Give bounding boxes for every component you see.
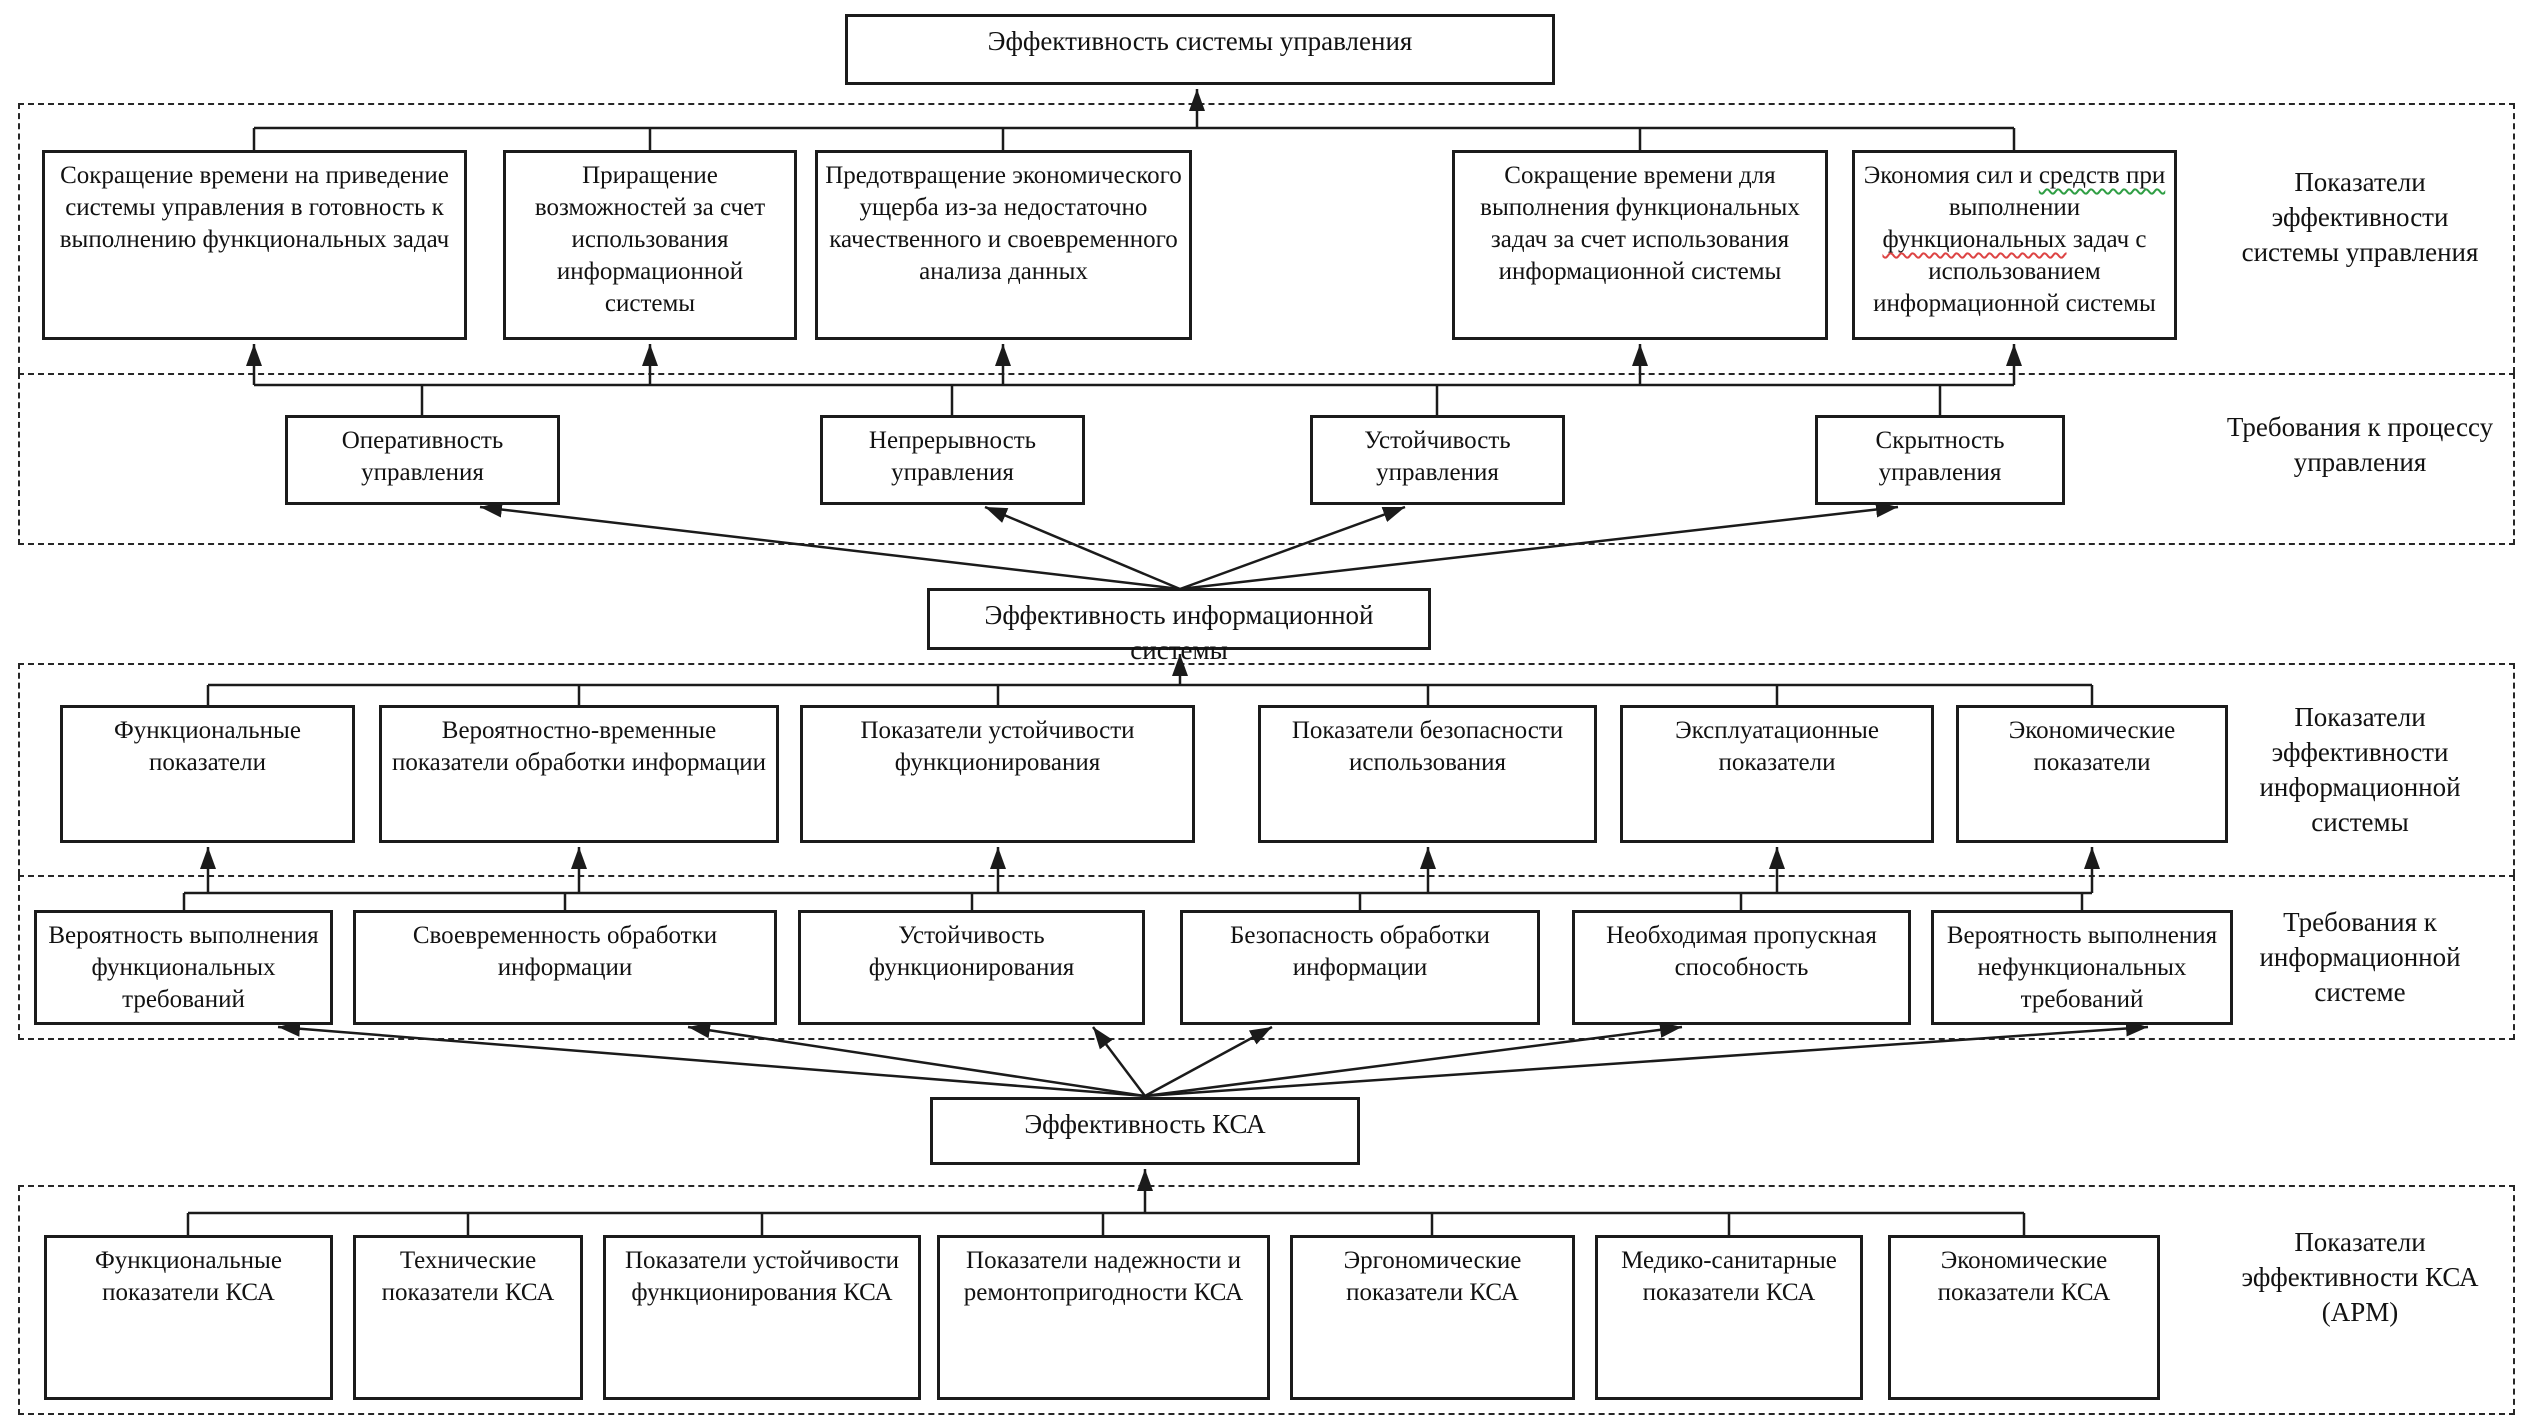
- box-is-security-indicators: Показатели безопасности использования: [1258, 705, 1597, 843]
- box-functioning-stability: Устойчивость функционирования: [798, 910, 1145, 1025]
- box-nonfunctional-fulfillment-probability: Вероятность выполнения нефункциональных …: [1931, 910, 2233, 1025]
- label-management-indicators: Показатели эффективности системы управле…: [2241, 167, 2479, 268]
- box-damage-prevention: Предотвращение экономического ущерба из-…: [815, 150, 1192, 340]
- box-processing-security: Безопасность обработки информации: [1180, 910, 1540, 1025]
- box-time-reduction-readiness: Сокращение времени на приведение системы…: [42, 150, 467, 340]
- frame-is-indicators: [18, 663, 2515, 875]
- box-ksa-technical-indicators: Технические показатели КСА: [353, 1235, 583, 1400]
- box-ksa-economic-indicators: Экономические показатели КСА: [1888, 1235, 2160, 1400]
- box-is-economic-indicators: Экономические показатели: [1956, 705, 2228, 843]
- bus-row2-to-row1: [246, 344, 2022, 415]
- frame-process-requirements: [18, 373, 2515, 545]
- box-control-covertness: Скрытность управления: [1815, 415, 2065, 505]
- frame-ksa-indicators: [18, 1185, 2515, 1415]
- box-is-operational-indicators: Эксплуатационные показатели: [1620, 705, 1934, 843]
- box-resource-economy: Экономия сил и средств при выполнении фу…: [1852, 150, 2177, 340]
- fan-is-to-requirements: [479, 501, 1899, 591]
- bus-row4-to-row3: [182, 847, 2100, 910]
- fan-ksa-to-is-requirements: [277, 1020, 2149, 1098]
- box-task-time-reduction: Сокращение времени для выполнения функци…: [1452, 150, 1828, 340]
- box-ksa-functional-indicators: Функциональные показатели КСА: [44, 1235, 333, 1400]
- node-management-system-effectiveness: Эффективность системы управления: [845, 14, 1555, 85]
- box-is-functional-indicators: Функциональные показатели: [60, 705, 355, 843]
- box-capability-increase: Приращение возможностей за счет использо…: [503, 150, 797, 340]
- label-is-indicators: Показатели эффективности информационной …: [2259, 702, 2461, 838]
- frame-management-indicators: [18, 103, 2515, 373]
- label-is-requirements: Требования к информационной системе: [2259, 907, 2461, 1008]
- box-is-stability-indicators: Показатели устойчивости функционирования: [800, 705, 1195, 843]
- box-functional-fulfillment-probability: Вероятность выполнения функциональных тр…: [34, 910, 333, 1025]
- bus-row3-top: [206, 654, 2094, 705]
- node-ksa-effectiveness: Эффективность КСА: [930, 1097, 1360, 1165]
- box-ksa-ergonomic-indicators: Эргономические показатели КСА: [1290, 1235, 1575, 1400]
- box-required-throughput: Необходимая пропускная способность: [1572, 910, 1911, 1025]
- box-is-probability-time-indicators: Вероятностно-временные показатели обрабо…: [379, 705, 779, 843]
- box-ksa-medical-indicators: Медико-санитарные показатели КСА: [1595, 1235, 1863, 1400]
- label-ksa-indicators: Показатели эффективности КСА (АРМ): [2241, 1227, 2479, 1328]
- box-processing-timeliness: Своевременность обработки информации: [353, 910, 777, 1025]
- box-control-promptness: Оперативность управления: [285, 415, 560, 505]
- bus-top-section: [252, 89, 2016, 150]
- node-information-system-effectiveness: Эффективность информационной системы: [927, 588, 1431, 665]
- box-ksa-stability-indicators: Показатели устойчивости функционирования…: [603, 1235, 921, 1400]
- label-process-requirements: Требования к процессу управления: [2226, 412, 2494, 478]
- box-control-continuity: Непрерывность управления: [820, 415, 1085, 505]
- bus-bottom-section: [186, 1169, 2026, 1235]
- box-ksa-reliability-indicators: Показатели надежности и ремонтопригоднос…: [937, 1235, 1270, 1400]
- box-control-stability: Устойчивость управления: [1310, 415, 1565, 505]
